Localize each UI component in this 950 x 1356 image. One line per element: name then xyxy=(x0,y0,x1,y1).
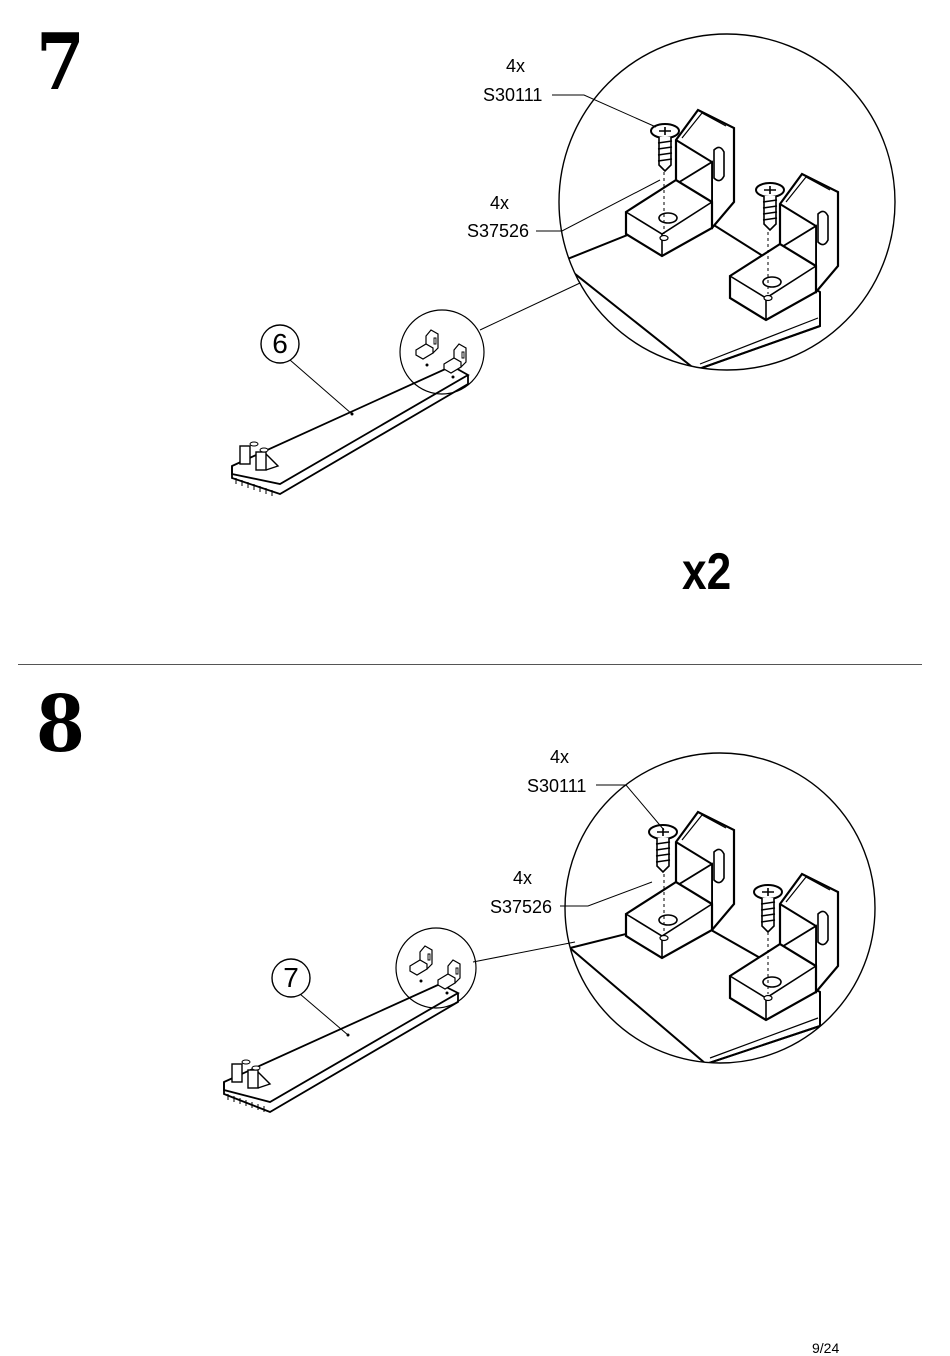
part-number-7: 7 xyxy=(273,964,309,992)
step-divider xyxy=(18,664,922,665)
step-number-8: 8 xyxy=(36,686,85,764)
detail-callout-large-7 xyxy=(559,34,895,370)
detail-callout-large-8 xyxy=(565,753,875,1064)
board-top-8 xyxy=(224,984,458,1102)
bracket-code-8: S37526 xyxy=(490,898,552,916)
screw-code-8: S30111 xyxy=(527,777,586,795)
screw-qty-7: 4x xyxy=(506,57,525,75)
bracket-code-7: S37526 xyxy=(467,222,529,240)
screw-code-7: S30111 xyxy=(483,86,542,104)
board-top xyxy=(232,366,468,484)
bracket-qty-7: 4x xyxy=(490,194,509,212)
quantity-multiplier: x2 xyxy=(682,546,731,598)
page-number: 9/24 xyxy=(812,1340,839,1356)
part-number-6: 6 xyxy=(262,330,298,358)
bracket-qty-8: 4x xyxy=(513,869,532,887)
screw-qty-8: 4x xyxy=(550,748,569,766)
step-number-7: 7 xyxy=(36,24,85,102)
